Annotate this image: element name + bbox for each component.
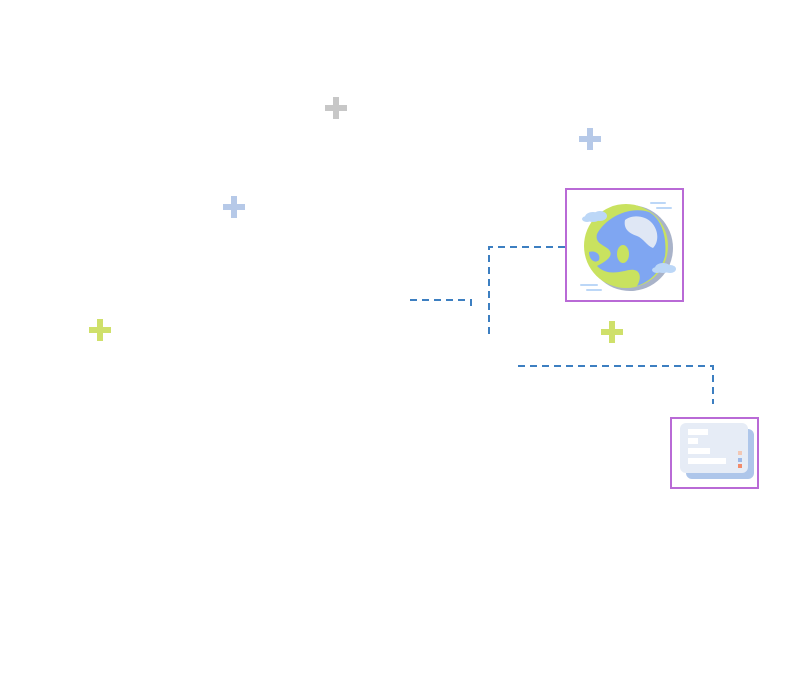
- plus-icon: [579, 128, 601, 150]
- plus-icon: [325, 97, 347, 119]
- globe-icon: [580, 202, 676, 291]
- plus-icon: [601, 321, 623, 343]
- plus-icon: [89, 319, 111, 341]
- plus-icon: [223, 196, 245, 218]
- server-icon: [680, 423, 754, 479]
- connector-to-server: [518, 365, 714, 404]
- connector-left-stub: [410, 299, 472, 306]
- connector-to-globe: [488, 246, 566, 334]
- server-node[interactable]: [670, 417, 759, 489]
- globe-node[interactable]: [565, 188, 684, 302]
